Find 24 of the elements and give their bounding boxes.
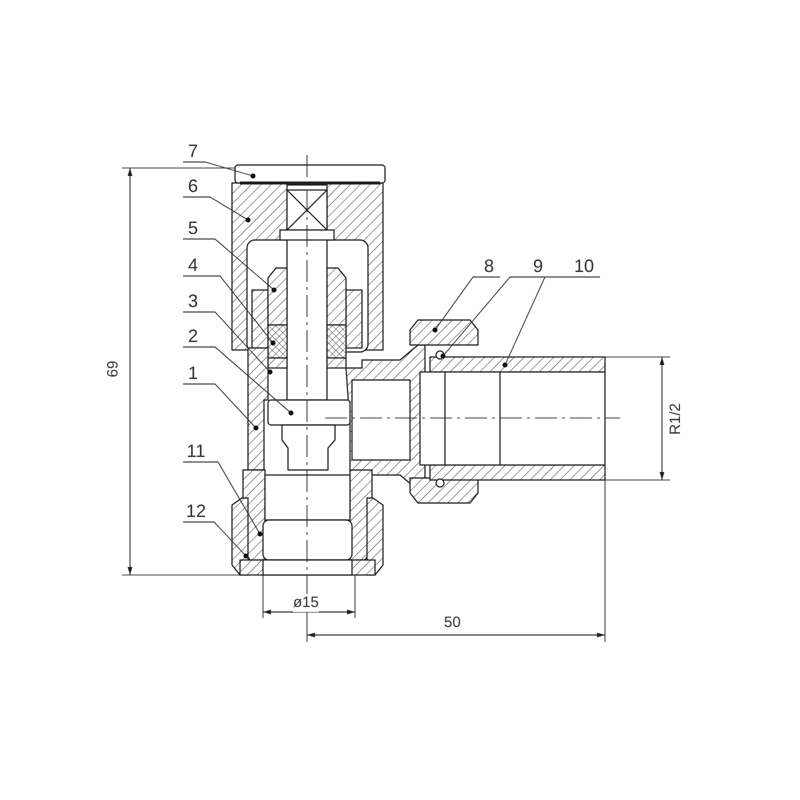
callout-number: 12	[183, 500, 209, 522]
leader-line	[432, 276, 500, 332]
callout-number: 10	[568, 255, 600, 277]
leader-line	[182, 462, 262, 536]
callout-number: 4	[183, 254, 203, 276]
leader-line	[182, 384, 258, 430]
callout-number: 3	[183, 290, 203, 312]
callout-number: 7	[183, 140, 203, 162]
leader-line	[182, 162, 256, 178]
callout-number: 9	[527, 255, 549, 277]
leader-line	[502, 276, 600, 368]
leader-line	[182, 276, 276, 346]
leader-line	[182, 196, 250, 222]
dimension-label: ø15	[293, 594, 319, 612]
leader-line	[182, 238, 276, 292]
callout-number: 11	[183, 440, 209, 462]
callout-number: 5	[183, 217, 203, 239]
leader-line	[182, 522, 248, 558]
leader-line	[182, 312, 272, 374]
callout-number: 1	[183, 362, 203, 384]
callout-number: 2	[183, 325, 203, 347]
callout-number: 8	[478, 255, 500, 277]
callout-number: 6	[183, 175, 203, 197]
leader-line	[182, 346, 294, 416]
